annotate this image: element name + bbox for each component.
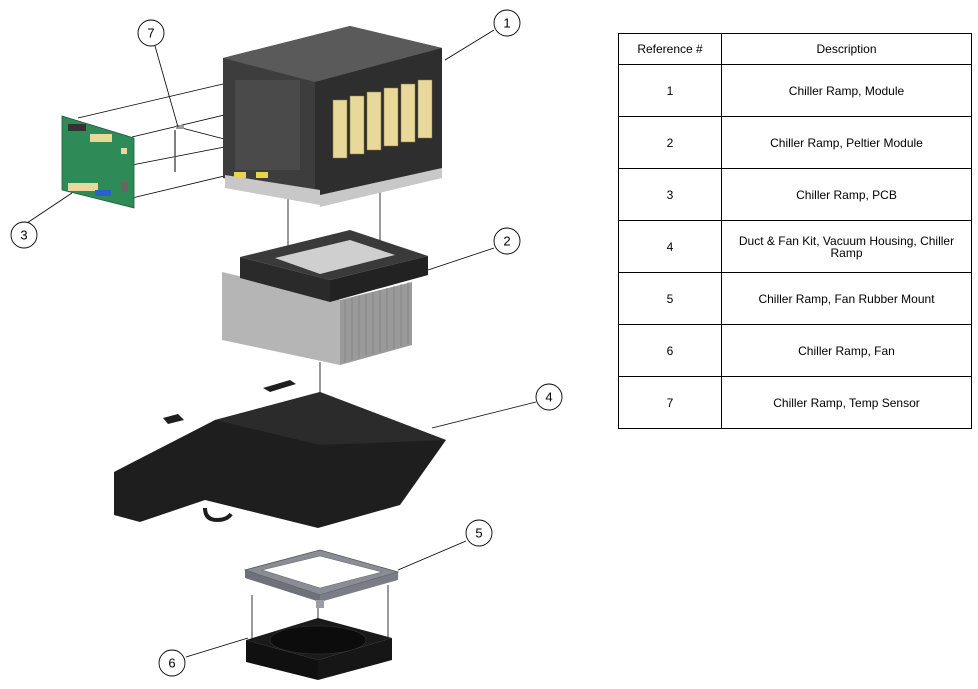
svg-text:2: 2 (503, 234, 510, 249)
svg-text:6: 6 (168, 656, 175, 671)
header-reference: Reference # (618, 33, 722, 65)
svg-text:7: 7 (147, 26, 154, 41)
cell-description: Duct & Fan Kit, Vacuum Housing, Chiller … (721, 220, 972, 273)
exploded-view-drawing: 1 2 3 4 5 6 7 (10, 9, 563, 680)
cell-description: Chiller Ramp, Temp Sensor (721, 376, 972, 429)
part-peltier-module (222, 230, 428, 365)
cell-description: Chiller Ramp, Fan (721, 324, 972, 377)
part-temp-sensor (174, 125, 184, 172)
part-pcb (61, 115, 135, 209)
callout-3: 3 (10, 221, 38, 249)
table-row: 5 Chiller Ramp, Fan Rubber Mount (618, 272, 972, 325)
svg-text:4: 4 (545, 390, 552, 405)
callout-6: 6 (158, 649, 186, 677)
part-fan (246, 618, 392, 680)
table-row: 3 Chiller Ramp, PCB (618, 168, 972, 221)
table-row: 7 Chiller Ramp, Temp Sensor (618, 376, 972, 429)
cell-description: Chiller Ramp, PCB (721, 168, 972, 221)
callout-4: 4 (535, 383, 563, 411)
cell-description: Chiller Ramp, Module (721, 64, 972, 117)
table-row: 6 Chiller Ramp, Fan (618, 324, 972, 377)
header-description: Description (721, 33, 972, 65)
part-duct-vacuum-housing (114, 380, 446, 528)
callout-7: 7 (137, 19, 165, 47)
cell-ref: 1 (618, 64, 722, 117)
svg-text:3: 3 (20, 228, 27, 243)
svg-text:5: 5 (475, 526, 482, 541)
cell-description: Chiller Ramp, Peltier Module (721, 116, 972, 169)
table-row: 1 Chiller Ramp, Module (618, 64, 972, 117)
part-chiller-ramp-module (223, 26, 442, 207)
cell-ref: 7 (618, 376, 722, 429)
cell-ref: 4 (618, 220, 722, 273)
cell-description: Chiller Ramp, Fan Rubber Mount (721, 272, 972, 325)
parts-reference-table: Reference # Description 1 Chiller Ramp, … (618, 33, 972, 429)
svg-text:1: 1 (503, 16, 510, 31)
table-row: 2 Chiller Ramp, Peltier Module (618, 116, 972, 169)
callout-1: 1 (493, 9, 521, 37)
table-header-row: Reference # Description (618, 33, 972, 65)
cell-ref: 5 (618, 272, 722, 325)
cell-ref: 2 (618, 116, 722, 169)
callout-2: 2 (493, 227, 521, 255)
cell-ref: 6 (618, 324, 722, 377)
leader-lines (23, 29, 537, 658)
table-row: 4 Duct & Fan Kit, Vacuum Housing, Chille… (618, 220, 972, 273)
part-fan-rubber-mount (243, 549, 400, 608)
callout-5: 5 (465, 519, 493, 547)
cell-ref: 3 (618, 168, 722, 221)
